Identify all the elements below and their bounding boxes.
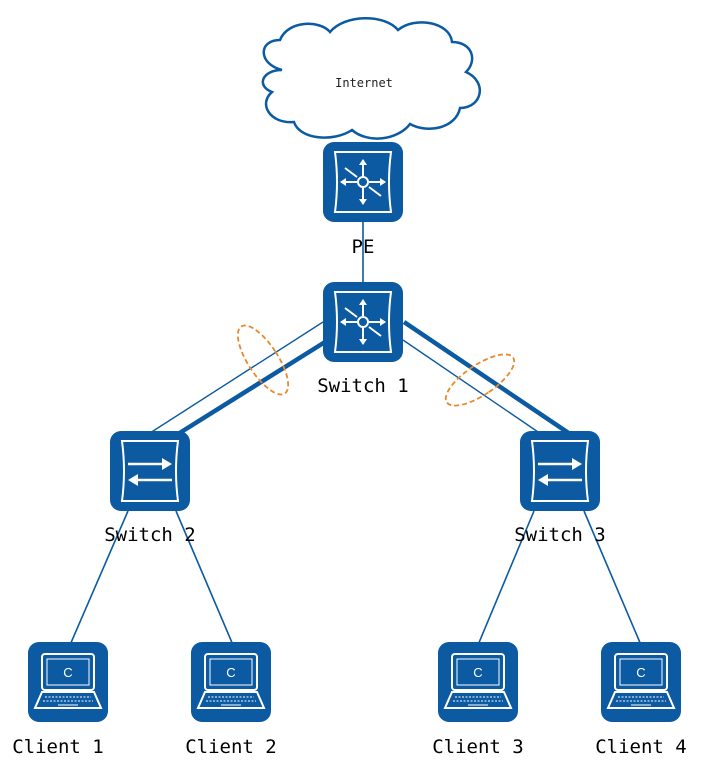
switch1-label: Switch 1 <box>317 375 409 397</box>
client-3: C Client 3 <box>432 641 524 758</box>
device-switch3: Switch 3 <box>514 429 606 546</box>
client1-label: Client 1 <box>12 736 104 758</box>
switch3-label: Switch 3 <box>514 524 606 546</box>
link-switch2-client2 <box>175 510 234 646</box>
device-switch2: Switch 2 <box>104 429 196 546</box>
client-screen-letter: C <box>63 665 72 680</box>
client3-label: Client 3 <box>432 736 524 758</box>
link-switch1-switch3-a <box>402 339 542 435</box>
client-screen-letter: C <box>226 665 235 680</box>
laptop-icon <box>190 641 272 723</box>
device-switch1: Switch 1 <box>317 281 409 397</box>
switch2-label: Switch 2 <box>104 524 196 546</box>
links <box>69 222 642 646</box>
client-screen-letter: C <box>473 665 482 680</box>
client2-label: Client 2 <box>185 736 277 758</box>
client-2: C Client 2 <box>185 641 277 758</box>
router-icon <box>322 141 404 223</box>
switch-icon <box>518 429 602 513</box>
router-icon <box>322 281 404 363</box>
pe-label: PE <box>352 236 375 258</box>
device-pe: PE <box>322 141 404 258</box>
link-switch1-switch2-b <box>176 340 327 436</box>
aggregation-ring-right <box>444 353 516 407</box>
client4-label: Client 4 <box>595 736 687 758</box>
link-switch2-client1 <box>69 510 129 646</box>
client-1: C Client 1 <box>12 641 109 758</box>
switch-icon <box>108 429 192 513</box>
link-switch1-switch2-a <box>149 321 324 434</box>
aggregation-ring-left <box>236 324 290 396</box>
cloud-icon <box>261 17 482 140</box>
laptop-icon <box>27 641 109 723</box>
link-switch3-client4 <box>583 510 642 646</box>
internet-cloud: Internet <box>261 17 482 140</box>
link-switch1-switch3-b <box>402 320 572 436</box>
laptop-icon <box>600 641 682 723</box>
client-4: C Client 4 <box>595 641 687 758</box>
internet-label: Internet <box>335 76 393 90</box>
laptop-icon <box>437 641 519 723</box>
client-screen-letter: C <box>636 665 645 680</box>
link-switch3-client3 <box>477 510 535 646</box>
